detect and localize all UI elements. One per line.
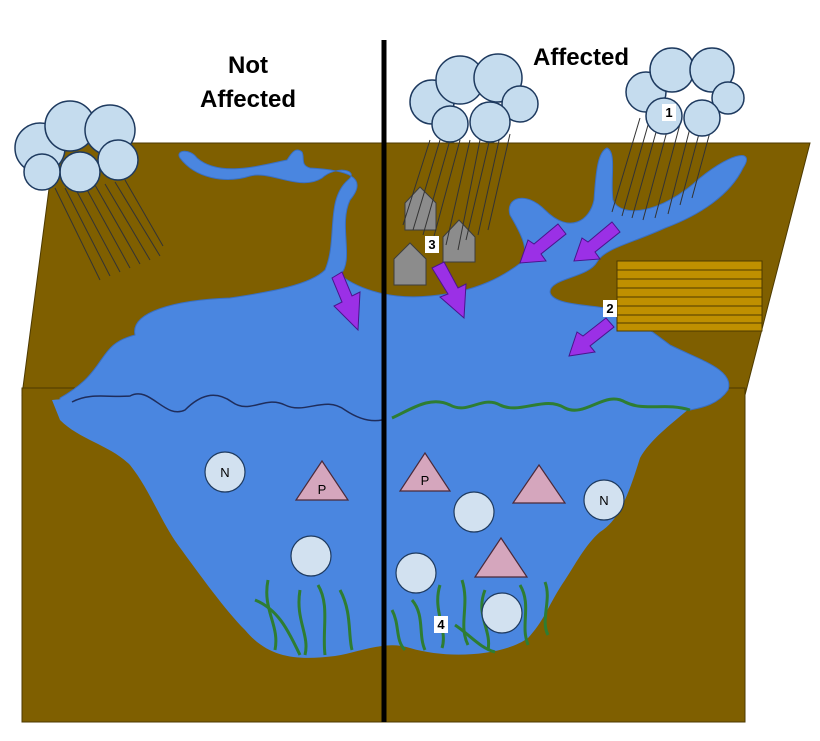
shoreline-left: [71, 393, 383, 422]
nutrient-triangle-right-2: [473, 536, 529, 578]
title-affected: Affected: [533, 44, 629, 71]
phosphorus-label-left: P: [318, 482, 327, 497]
arrow-upper-2: [573, 221, 621, 262]
phosphorus-triangle-right: [398, 451, 452, 492]
marker-4: 4: [434, 616, 448, 633]
cloud-middle: [409, 53, 539, 143]
arrow-upper-1: [519, 223, 567, 264]
cloud-right: [625, 47, 745, 137]
rain-left: [54, 179, 164, 281]
houses: [393, 186, 476, 286]
house-1: [404, 186, 437, 231]
shoreline-right: [391, 397, 691, 420]
nitrogen-label-right: N: [599, 493, 608, 508]
nutrient-triangles: [294, 451, 567, 578]
nutrient-circle-right-1: [453, 491, 495, 533]
nutrient-circle-right-3: [481, 592, 523, 634]
title-not-affected-line2: Affected: [200, 86, 296, 113]
runoff-arrows: [331, 221, 621, 357]
phosphorus-triangle-left: [294, 459, 350, 501]
marker-1: 1: [662, 104, 676, 121]
nitrogen-circle-left: [204, 451, 246, 493]
arrow-houses: [431, 261, 467, 320]
nitrogen-circle-right: [583, 479, 625, 521]
marker-2: 2: [603, 300, 617, 317]
svg-text:4: 4: [437, 617, 445, 632]
house-2: [442, 219, 476, 263]
rain-middle: [402, 133, 511, 251]
svg-text:2: 2: [606, 301, 613, 316]
nitrogen-label-left: N: [220, 465, 229, 480]
arrow-left-lake: [331, 271, 361, 332]
cloud-left: [14, 100, 139, 193]
crop-field: [616, 260, 763, 332]
nutrient-circles: [204, 451, 625, 634]
nutrient-circle-right-2: [395, 552, 437, 594]
svg-text:3: 3: [428, 237, 435, 252]
svg-text:1: 1: [665, 105, 672, 120]
marker-3: 3: [425, 236, 439, 253]
title-not-affected-line1: Not: [228, 52, 268, 79]
nutrient-circle-left-2: [290, 535, 332, 577]
rain-right: [611, 117, 711, 221]
arrow-field: [568, 317, 615, 357]
nutrient-triangle-right-1: [511, 463, 567, 504]
seaweed-left: [254, 579, 354, 656]
house-3: [393, 242, 427, 286]
phosphorus-label-right: P: [421, 473, 430, 488]
